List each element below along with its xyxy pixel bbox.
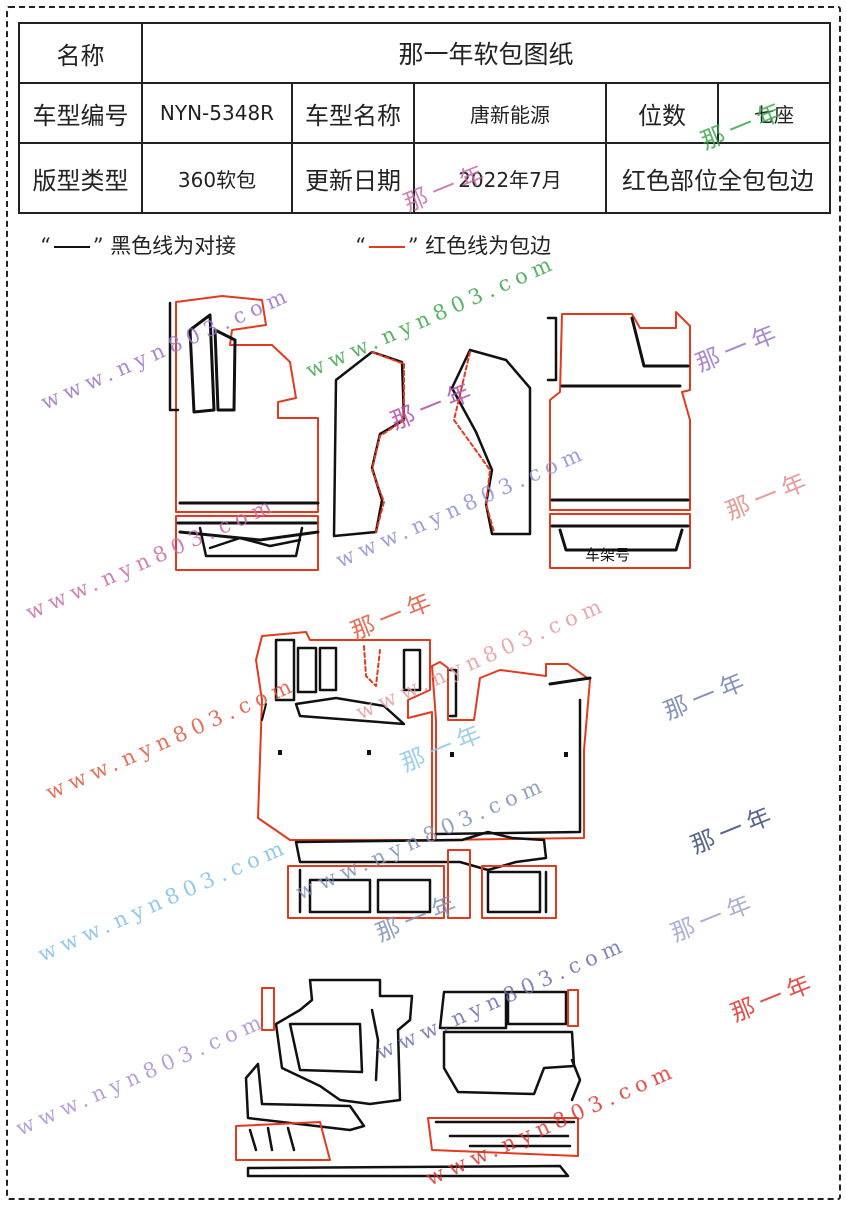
third-row-mats — [235, 978, 582, 1178]
watermark-brand: 那一年 — [387, 376, 481, 436]
red-line-sample — [368, 246, 405, 248]
front-right-mat: 车架号 — [546, 311, 691, 569]
watermark-brand: 那一年 — [397, 718, 491, 778]
spec-table: 名称 那一年软包图纸 车型编号 NYN-5348R 车型名称 唐新能源 位数 七… — [18, 22, 832, 214]
legend-red-text: 红色线为包边 — [425, 234, 552, 258]
watermark-url: www.nyn803.com — [22, 492, 280, 625]
seats-value: 七座 — [716, 82, 832, 144]
watermark-url: www.nyn803.com — [37, 282, 295, 415]
legend-red: “” 红色线为包边 — [355, 234, 552, 258]
update-date-value: 2022年7月 — [413, 142, 607, 214]
model-code-label: 车型编号 — [18, 82, 143, 144]
update-date-label: 更新日期 — [291, 142, 415, 214]
watermark-url: www.nyn803.com — [302, 250, 560, 383]
watermark-brand: 那一年 — [372, 888, 466, 948]
watermark-brand: 那一年 — [400, 158, 494, 218]
watermarks: www.nyn803.com www.nyn803.com www.nyn803… — [12, 96, 820, 1191]
page-border — [6, 6, 841, 1200]
model-code-value: NYN-5348R — [141, 82, 293, 144]
watermark-brand: 那一年 — [692, 318, 786, 378]
watermark-brand: 那一年 — [667, 888, 761, 948]
seats-label: 位数 — [605, 82, 719, 144]
note-value: 红色部位全包包边 — [604, 142, 832, 214]
legend-black: “” 黑色线为对接 — [40, 234, 237, 258]
title-label: 名称 — [18, 22, 143, 84]
watermark-url: www.nyn803.com — [332, 440, 590, 573]
watermark-url: www.nyn803.com — [34, 834, 292, 967]
title-value: 那一年软包图纸 — [140, 22, 832, 84]
watermark-brand: 那一年 — [347, 586, 441, 646]
pattern-type-label: 版型类型 — [18, 142, 143, 214]
watermark-url: www.nyn803.com — [42, 672, 300, 805]
watermark-brand: 那一年 — [727, 968, 821, 1028]
watermark-brand: 那一年 — [722, 466, 816, 526]
watermark-url: www.nyn803.com — [422, 1058, 680, 1191]
second-row-left-mat — [255, 631, 433, 841]
front-center-tunnel — [332, 348, 532, 538]
watermark-brand: 那一年 — [687, 800, 781, 860]
model-name-value: 唐新能源 — [413, 82, 607, 144]
watermark-brand: 那一年 — [660, 666, 754, 726]
model-name-label: 车型名称 — [291, 82, 415, 144]
watermark-url: www.nyn803.com — [12, 1008, 270, 1141]
legend-black-text: 黑色线为对接 — [110, 234, 237, 258]
second-row-lower-strip — [287, 830, 557, 919]
black-line-sample — [53, 246, 90, 248]
vin-label: 车架号 — [585, 546, 630, 564]
watermark-brand: 那一年 — [697, 96, 791, 156]
front-left-mat — [168, 295, 320, 571]
pattern-type-value: 360软包 — [141, 142, 293, 214]
